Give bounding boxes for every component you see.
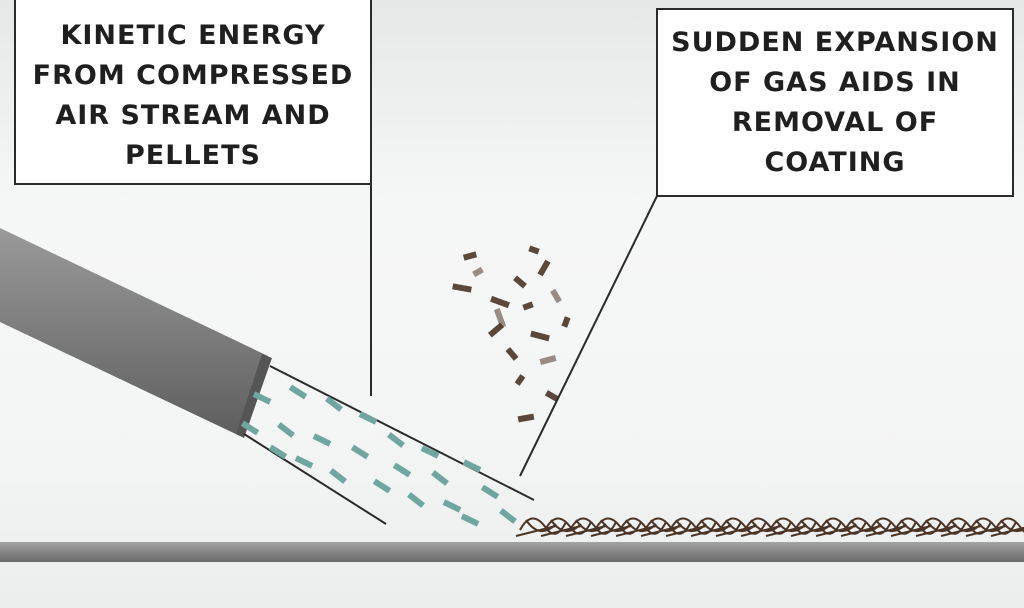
- pellet: [460, 513, 480, 527]
- callout-kinetic-energy: KINETIC ENERGY FROM COMPRESSED AIR STREA…: [14, 0, 372, 185]
- coating-flake: [544, 390, 560, 402]
- pellet: [288, 384, 308, 400]
- coating-flake: [513, 275, 527, 289]
- substrate-surface: [0, 542, 1024, 562]
- coating-flake: [490, 295, 510, 309]
- coating-flake: [493, 308, 507, 328]
- callout-gas-expansion: SUDDEN EXPANSION OF GAS AIDS IN REMOVAL …: [656, 8, 1014, 197]
- coating-layer: [515, 517, 1024, 537]
- pellet: [312, 433, 332, 447]
- coating-flake: [462, 251, 478, 261]
- stream-edge-bottom: [243, 433, 387, 525]
- pellet: [325, 396, 343, 412]
- pellet: [329, 468, 347, 484]
- pellet: [277, 422, 295, 438]
- pellet: [462, 459, 482, 473]
- coating-flake: [528, 245, 540, 255]
- coating-scribble: [990, 517, 1024, 537]
- coating-flake: [550, 288, 562, 304]
- callout-kinetic-energy-text: KINETIC ENERGY FROM COMPRESSED AIR STREA…: [32, 19, 354, 171]
- dry-ice-pellets: [240, 384, 517, 527]
- pellet: [252, 391, 272, 405]
- pellet: [480, 484, 500, 500]
- callout-gas-expansion-text: SUDDEN EXPANSION OF GAS AIDS IN REMOVAL …: [671, 26, 999, 178]
- coating-flake: [472, 266, 484, 278]
- pellet: [442, 499, 462, 513]
- pellet: [358, 411, 378, 425]
- pellet: [499, 508, 517, 524]
- removed-coating-flakes: [452, 245, 571, 423]
- pellet: [392, 462, 412, 478]
- coating-flake: [537, 259, 551, 277]
- coating-flake: [517, 413, 535, 423]
- pellet: [268, 444, 288, 460]
- coating-flake: [561, 316, 571, 328]
- coating-flake: [522, 301, 534, 311]
- pellet: [372, 478, 392, 494]
- coating-flake: [514, 374, 526, 386]
- pellet: [387, 432, 405, 448]
- pellet: [407, 492, 425, 508]
- pellet: [240, 420, 260, 436]
- leader-line-right: [519, 195, 658, 477]
- coating-flake: [505, 347, 519, 361]
- pellet: [420, 445, 440, 459]
- pellet: [350, 444, 370, 460]
- coating-flake: [530, 330, 550, 342]
- pellet: [431, 470, 449, 486]
- stream-edge-top: [269, 365, 535, 501]
- coating-flake: [452, 283, 472, 293]
- blast-nozzle: [0, 228, 268, 436]
- coating-flake: [539, 355, 557, 365]
- pellet: [294, 455, 314, 469]
